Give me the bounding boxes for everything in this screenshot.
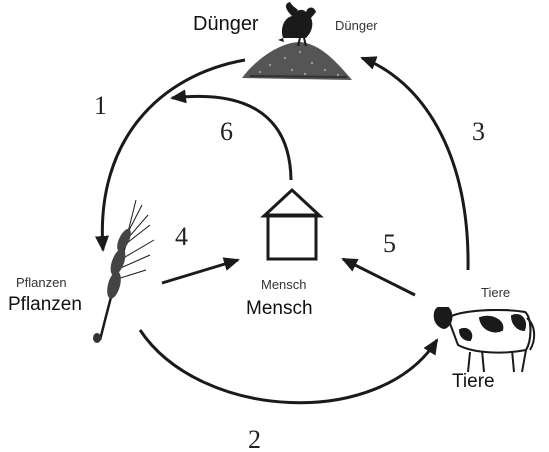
arrow-number-4: 4	[175, 222, 188, 251]
arrow-number-6: 6	[220, 117, 233, 146]
label-mensch-small: Mensch	[261, 277, 307, 292]
manure-pile-icon	[242, 42, 352, 80]
label-tiere-small: Tiere	[481, 285, 510, 300]
arrow-1	[102, 60, 245, 250]
label-duenger-small: Dünger	[335, 18, 378, 33]
arrow-number-3: 3	[472, 117, 485, 146]
label-pflanzen-small: Pflanzen	[16, 275, 67, 290]
arrow-2	[140, 330, 437, 403]
label-pflanzen-main: Pflanzen	[8, 294, 82, 315]
arrow-number-5: 5	[383, 229, 396, 258]
arrow-3	[362, 58, 468, 270]
label-mensch-main: Mensch	[246, 298, 313, 319]
arrow-number-1: 1	[94, 91, 107, 120]
arrow-5	[343, 259, 415, 295]
label-duenger-main: Dünger	[193, 13, 259, 35]
rooster-icon	[278, 2, 316, 46]
label-tiere-main: Tiere	[452, 371, 495, 392]
arrow-number-2: 2	[248, 425, 261, 452]
cow-icon	[435, 308, 535, 372]
house-icon	[264, 190, 320, 259]
arrow-4	[162, 260, 238, 283]
